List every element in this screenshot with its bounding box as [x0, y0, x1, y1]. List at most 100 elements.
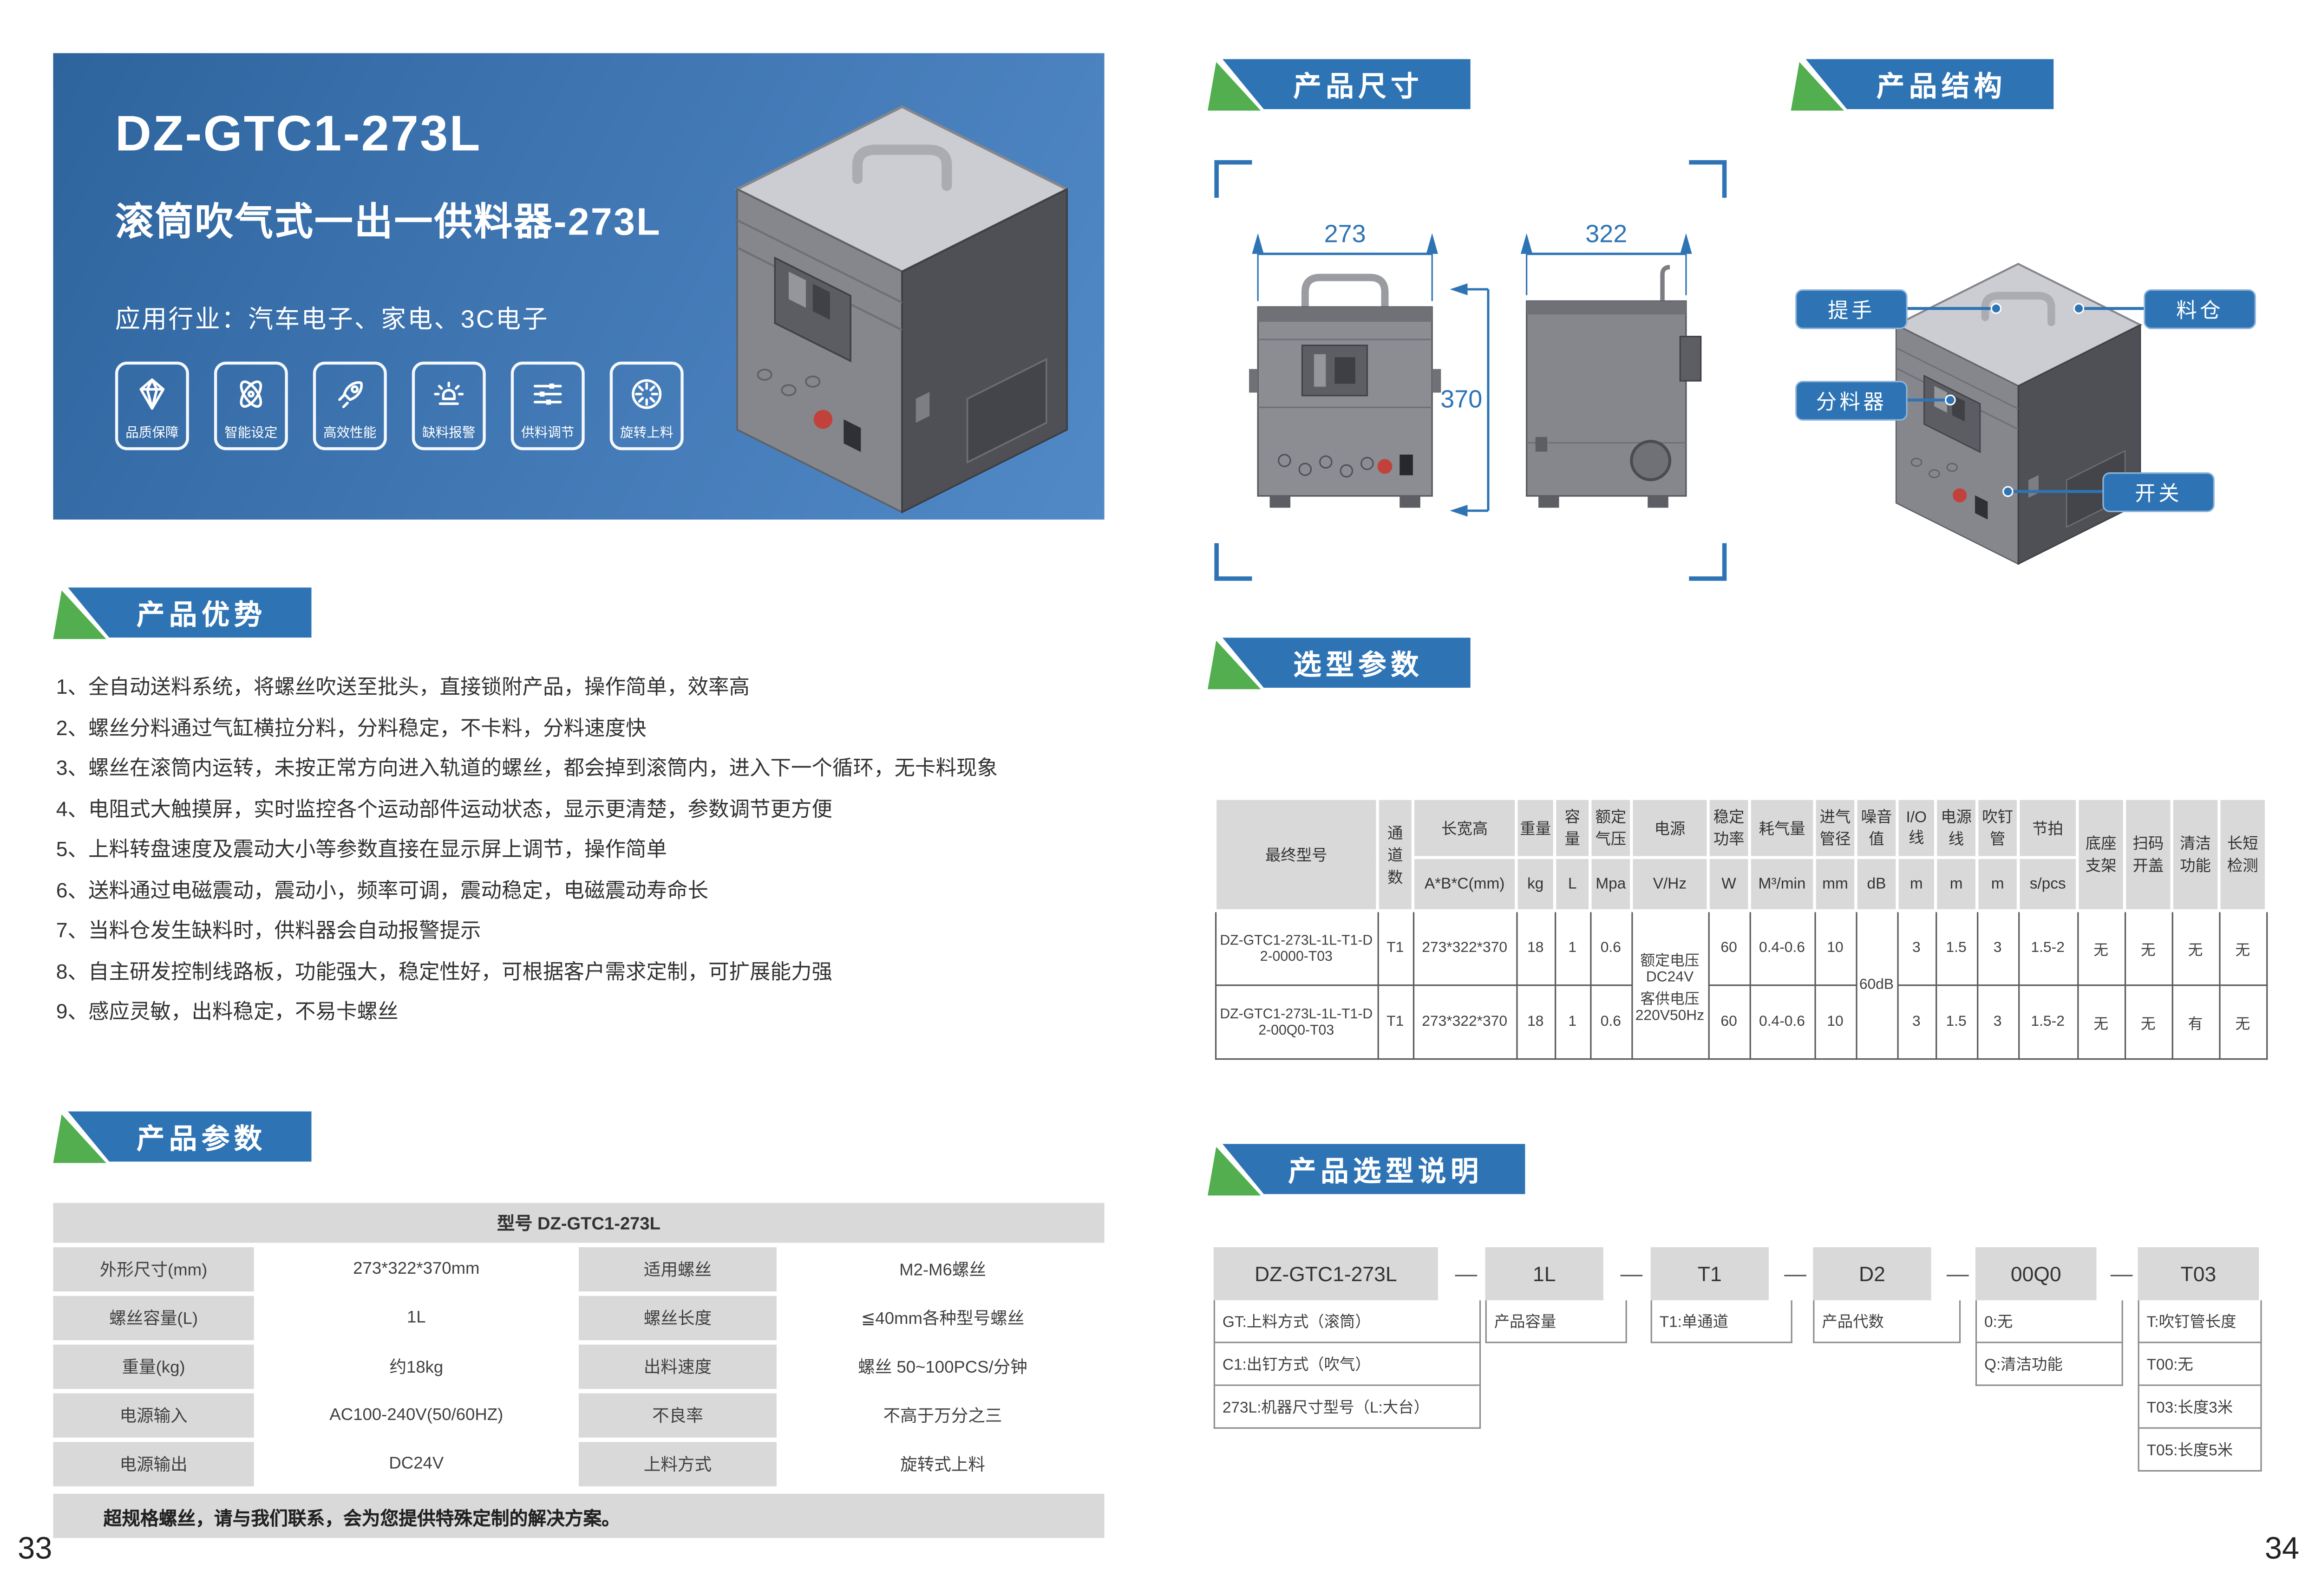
cell: 1.5-2 — [2017, 984, 2078, 1060]
cell: 0.4-0.6 — [1749, 984, 1816, 1060]
cell: 3 — [1896, 984, 1936, 1060]
param-label: 外形尺寸(mm) — [53, 1247, 254, 1292]
col-header: 长短检测 — [2217, 797, 2268, 912]
col-header: 清洁功能 — [2170, 797, 2221, 912]
feature-performance: 高效性能 — [313, 361, 387, 450]
advantage-item: 5、上料转盘速度及震动大小等参数直接在显示屏上调节，操作简单 — [56, 837, 667, 861]
section-banner-dimensions: 产品尺寸 — [1208, 59, 1471, 111]
cell: 有 — [2171, 984, 2220, 1060]
col-unit: m — [1896, 856, 1937, 912]
cell: 60 — [1707, 984, 1751, 1060]
feature-badges: 品质保障 智能设定 高效性能 — [115, 361, 684, 450]
feature-smart: 智能设定 — [214, 361, 288, 450]
param-row: 电源输出 DC24V 上料方式 旋转式上料 — [53, 1442, 1105, 1486]
atom-icon — [240, 380, 262, 408]
col-header: 底座支架 — [2076, 797, 2126, 912]
svg-text:273: 273 — [1324, 220, 1366, 248]
power-line: 客供电压 — [1640, 991, 1700, 1008]
col-unit: W — [1707, 856, 1751, 912]
page-number-right: 34 — [2264, 1532, 2300, 1566]
sliders-icon — [533, 383, 562, 405]
col-unit: m — [1934, 856, 1979, 912]
col-unit: s/pcs — [2016, 856, 2079, 912]
feature-label: 高效性能 — [323, 425, 377, 440]
cell: 无 — [2171, 910, 2220, 986]
param-table-header: 型号 DZ-GTC1-273L — [53, 1203, 1105, 1243]
rotary-dial-icon — [632, 379, 662, 409]
feature-adjust: 供料调节 — [510, 361, 585, 450]
cell: 无 — [2076, 984, 2125, 1060]
cell: 1 — [1554, 984, 1591, 1060]
code-segment: T1 — [1650, 1247, 1769, 1301]
cell: T1 — [1377, 910, 1414, 986]
param-label: 电源输出 — [53, 1442, 254, 1486]
selection-parameter-table: 最终型号 通道数 长宽高 重量 容量 额定气压 电源 稳定功率 耗气量 进气管径… — [1213, 797, 2268, 1060]
col-header: 节拍 — [2016, 797, 2079, 859]
structure-label-separator: 分料器 — [1795, 381, 1908, 421]
cell: 10 — [1813, 910, 1857, 986]
code-segment: D2 — [1813, 1247, 1931, 1301]
advantage-item: 1、全自动送料系统，将螺丝吹送至批头，直接锁附产品，操作简单，效率高 — [56, 674, 750, 698]
section-banner-naming: 产品选型说明 — [1208, 1144, 1525, 1196]
code-dash: — — [1946, 1261, 1969, 1287]
section-banner-parameters: 产品参数 — [53, 1111, 312, 1163]
param-row: 重量(kg) 约18kg 出料速度 螺丝 50~100PCS/分钟 — [53, 1344, 1105, 1389]
col-header: 耗气量 — [1748, 797, 1816, 859]
code-note: Q:清洁功能 — [1975, 1343, 2123, 1386]
param-label: 不良率 — [578, 1393, 777, 1438]
section-title: 产品优势 — [136, 600, 267, 631]
param-value: DC24V — [258, 1442, 575, 1486]
col-header: 进气管径 — [1813, 797, 1857, 859]
code-note: T00:无 — [2138, 1343, 2262, 1386]
banner-bar: 产品选型说明 — [1222, 1144, 1525, 1194]
code-note: C1:出钉方式（吹气） — [1213, 1343, 1481, 1386]
feature-label: 品质保障 — [125, 425, 179, 440]
param-value: 不高于万分之三 — [781, 1393, 1105, 1438]
cell: 3 — [1976, 984, 2019, 1060]
col-unit: A*B*C(mm) — [1411, 856, 1518, 912]
custom-solution-note: 超规格螺丝，请与我们联系，会为您提供特殊定制的解决方案。 — [53, 1493, 1105, 1538]
advantage-item: 8、自主研发控制线路板，功能强大，稳定性好，可根据客户需求定制，可扩展能力强 — [56, 958, 833, 983]
power-line: 额定电压 — [1640, 952, 1700, 969]
col-header: 稳定功率 — [1707, 797, 1751, 859]
section-title: 产品尺寸 — [1293, 72, 1424, 103]
cell: 273*322*370 — [1412, 984, 1517, 1060]
col-header: 吹钉管 — [1975, 797, 2020, 859]
col-unit: Mpa — [1589, 856, 1633, 912]
advantage-item: 3、螺丝在滚筒内运转，未按正常方向进入轨道的螺丝，都会掉到滚筒内，进入下一个循环… — [56, 756, 998, 780]
param-label: 适用螺丝 — [578, 1247, 777, 1292]
cell-model: DZ-GTC1-273L-1L-T1-D2-0000-T03 — [1214, 910, 1379, 986]
section-banner-selection: 选型参数 — [1208, 638, 1471, 690]
advantage-item: 4、电阻式大触摸屏，实时监控各个运动部件运动状态，显示更清楚，参数调节更方便 — [56, 796, 833, 820]
cell: 1.5 — [1935, 910, 1978, 986]
col-header: 通道数 — [1376, 797, 1415, 912]
cell: 273*322*370 — [1412, 910, 1517, 986]
cell: 1 — [1554, 910, 1591, 986]
code-note: 产品容量 — [1485, 1300, 1627, 1343]
feature-alarm: 缺料报警 — [412, 361, 486, 450]
feature-label: 缺料报警 — [422, 425, 476, 440]
col-header: 容量 — [1553, 797, 1592, 859]
col-unit: mm — [1813, 856, 1857, 912]
param-label: 电源输入 — [53, 1393, 254, 1438]
col-header: 电源线 — [1934, 797, 1979, 859]
col-unit: m — [1975, 856, 2020, 912]
feature-rotary: 旋转上料 — [609, 361, 684, 450]
advantage-item: 6、送料通过电磁震动，震动小，频率可调，震动稳定，电磁震动寿命长 — [56, 877, 709, 901]
cell: 1.5 — [1935, 984, 1978, 1060]
diamond-icon — [139, 378, 165, 410]
section-banner-advantages: 产品优势 — [53, 587, 312, 639]
product-parameter-table: 型号 DZ-GTC1-273L 外形尺寸(mm) 273*322*370mm 适… — [53, 1203, 1105, 1486]
cell: 无 — [2218, 910, 2267, 986]
power-line: 220V50Hz — [1635, 1007, 1705, 1024]
param-value: 约18kg — [258, 1344, 575, 1389]
col-header: 扫码开盖 — [2123, 797, 2173, 912]
cell-model: DZ-GTC1-273L-1L-T1-D2-00Q0-T03 — [1214, 984, 1379, 1060]
param-label: 重量(kg) — [53, 1344, 254, 1389]
structure-label-hopper: 料仓 — [2144, 289, 2256, 329]
page-number-left: 33 — [18, 1532, 52, 1566]
param-value: 273*322*370mm — [258, 1247, 575, 1292]
advantage-item: 9、感应灵敏，出料稳定，不易卡螺丝 — [56, 999, 399, 1023]
col-unit: L — [1553, 856, 1592, 912]
